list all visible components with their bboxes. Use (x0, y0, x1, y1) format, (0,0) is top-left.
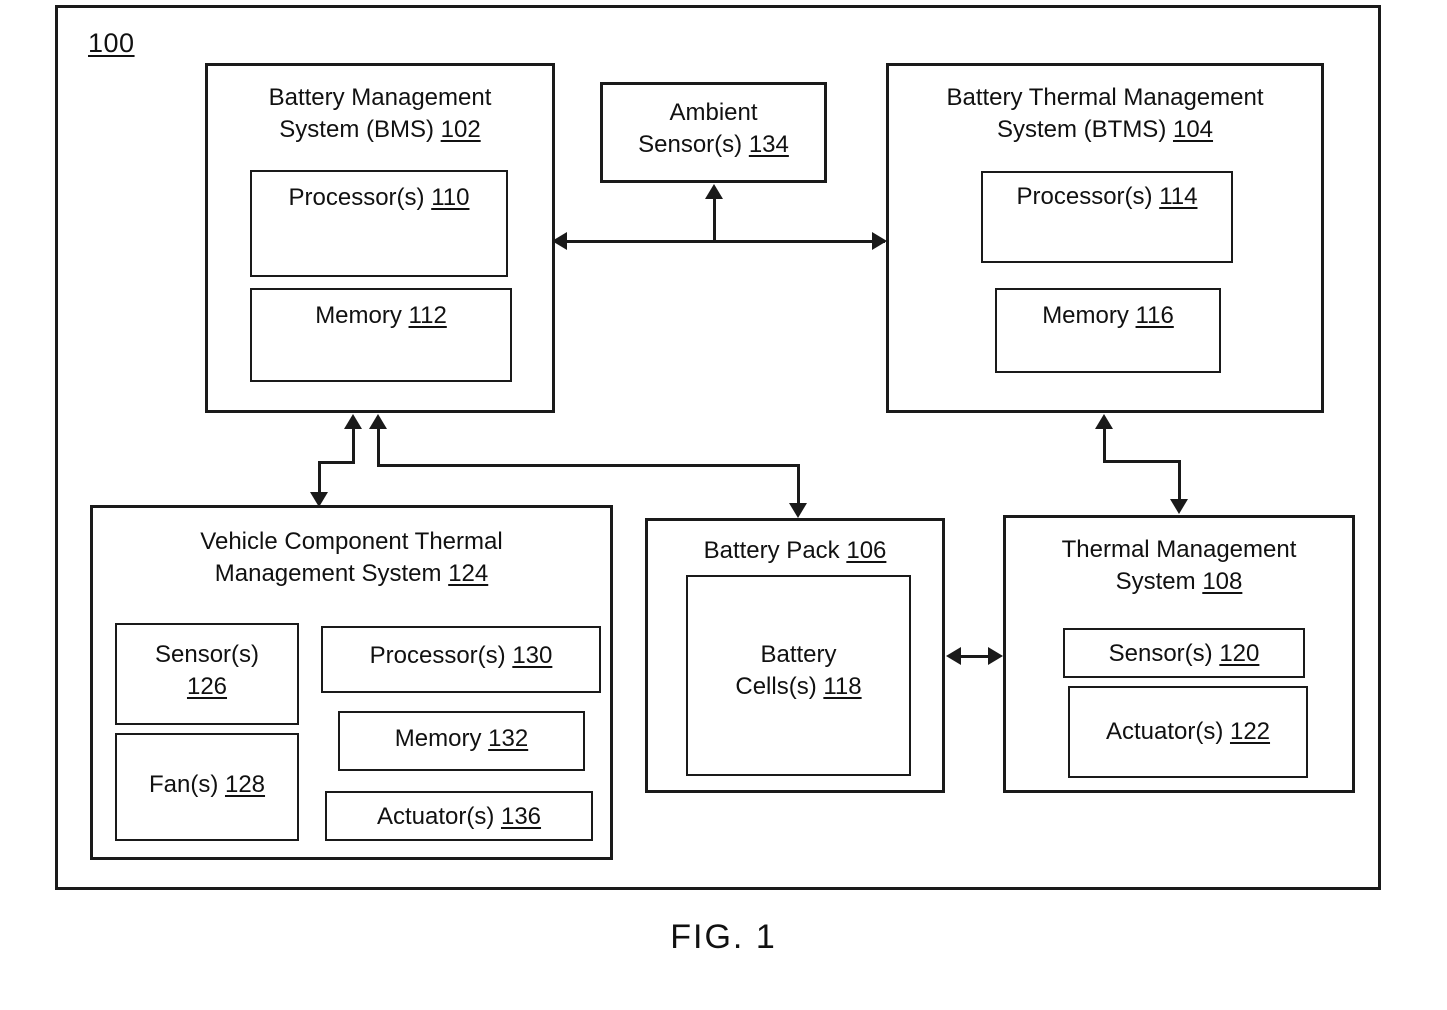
connector-btms-to-tms-vseg (1178, 460, 1181, 500)
btms-processor-box: Processor(s) 114 (981, 171, 1233, 263)
bms-memory-box: Memory 112 (250, 288, 512, 382)
connector-vctms-to-bms-hseg (318, 461, 355, 464)
vctms-actuator-box: Actuator(s) 136 (325, 791, 593, 841)
connector-ambient-sensor-arrowhead (705, 184, 723, 199)
connector-ambient-sensor-line (713, 198, 716, 242)
vctms-fan-label: Fan(s) 128 (148, 771, 266, 798)
battery-pack-title: Battery Pack 106 (703, 537, 887, 564)
thermal-management-system-box: Thermal Management System 108 Sensor(s) … (1003, 515, 1355, 793)
connector-battery-pack-tms-line (958, 655, 993, 658)
connector-bms-to-battery-pack-vseg (797, 464, 800, 504)
vehicle-component-thermal-management-system-box: Vehicle Component Thermal Management Sys… (90, 505, 613, 860)
battery-management-system-box: Battery Management System (BMS) 102 Proc… (205, 63, 555, 413)
vctms-sensor-label: Sensor(s) 126 (154, 641, 260, 700)
vctms-title: Vehicle Component Thermal Management Sys… (200, 528, 503, 587)
connector-bms-to-vctms-vseg (318, 461, 321, 494)
battery-thermal-management-system-box: Battery Thermal Management System (BTMS)… (886, 63, 1324, 413)
tms-actuator-label: Actuator(s) 122 (1105, 718, 1271, 745)
connector-bms-to-battery-pack-arrowhead (789, 503, 807, 518)
connector-bms-btms-arrowhead-right (872, 232, 887, 250)
connector-battery-pack-to-bms-vseg (377, 428, 380, 466)
connector-vctms-to-bms-arrowhead (344, 414, 362, 429)
vctms-processor-label: Processor(s) 130 (369, 642, 553, 669)
figure-reference-numeral: 100 (88, 28, 135, 58)
ambient-sensor-label: Ambient Sensor(s) 134 (638, 99, 789, 158)
battery-cells-box: Battery Cells(s) 118 (686, 575, 911, 776)
bms-processor-label: Processor(s) 110 (288, 184, 470, 211)
btms-processor-label: Processor(s) 114 (1016, 183, 1198, 210)
figure-caption: FIG. 1 (670, 918, 777, 956)
connector-bms-battery-pack-hseg (377, 464, 800, 467)
bms-title: Battery Management System (BMS) 102 (268, 84, 492, 143)
bms-memory-label: Memory 112 (315, 302, 447, 329)
vctms-processor-box: Processor(s) 130 (321, 626, 601, 693)
connector-bms-btms-line (565, 240, 885, 243)
ambient-sensor-box: Ambient Sensor(s) 134 (600, 82, 827, 183)
connector-bms-btms-arrowhead-left (552, 232, 567, 250)
connector-tms-to-btms-vseg (1103, 428, 1106, 462)
tms-actuator-box: Actuator(s) 122 (1068, 686, 1308, 778)
vctms-fan-box: Fan(s) 128 (115, 733, 299, 841)
btms-memory-label: Memory 116 (1042, 302, 1174, 329)
vctms-memory-box: Memory 132 (338, 711, 585, 771)
vctms-sensor-box: Sensor(s) 126 (115, 623, 299, 725)
btms-title: Battery Thermal Management System (BTMS)… (946, 84, 1264, 143)
connector-battery-pack-to-bms-arrowhead (369, 414, 387, 429)
connector-vctms-to-bms-vseg (352, 428, 355, 463)
tms-sensor-label: Sensor(s) 120 (1108, 640, 1260, 667)
vctms-actuator-label: Actuator(s) 136 (376, 803, 542, 830)
connector-bms-to-vctms-arrowhead (310, 492, 328, 507)
connector-battery-pack-tms-arrowhead-right (988, 647, 1003, 665)
battery-cells-label: Battery Cells(s) 118 (735, 641, 862, 700)
bms-processor-box: Processor(s) 110 (250, 170, 508, 277)
system-outer-frame (55, 5, 1381, 890)
battery-pack-box: Battery Pack 106 Battery Cells(s) 118 (645, 518, 945, 793)
btms-memory-box: Memory 116 (995, 288, 1221, 373)
connector-tms-to-btms-arrowhead (1095, 414, 1113, 429)
vctms-memory-label: Memory 132 (394, 725, 529, 752)
tms-title: Thermal Management System 108 (1061, 536, 1297, 595)
connector-btms-to-tms-arrowhead (1170, 499, 1188, 514)
tms-sensor-box: Sensor(s) 120 (1063, 628, 1305, 678)
connector-btms-tms-hseg (1103, 460, 1181, 463)
connector-battery-pack-tms-arrowhead-left (946, 647, 961, 665)
